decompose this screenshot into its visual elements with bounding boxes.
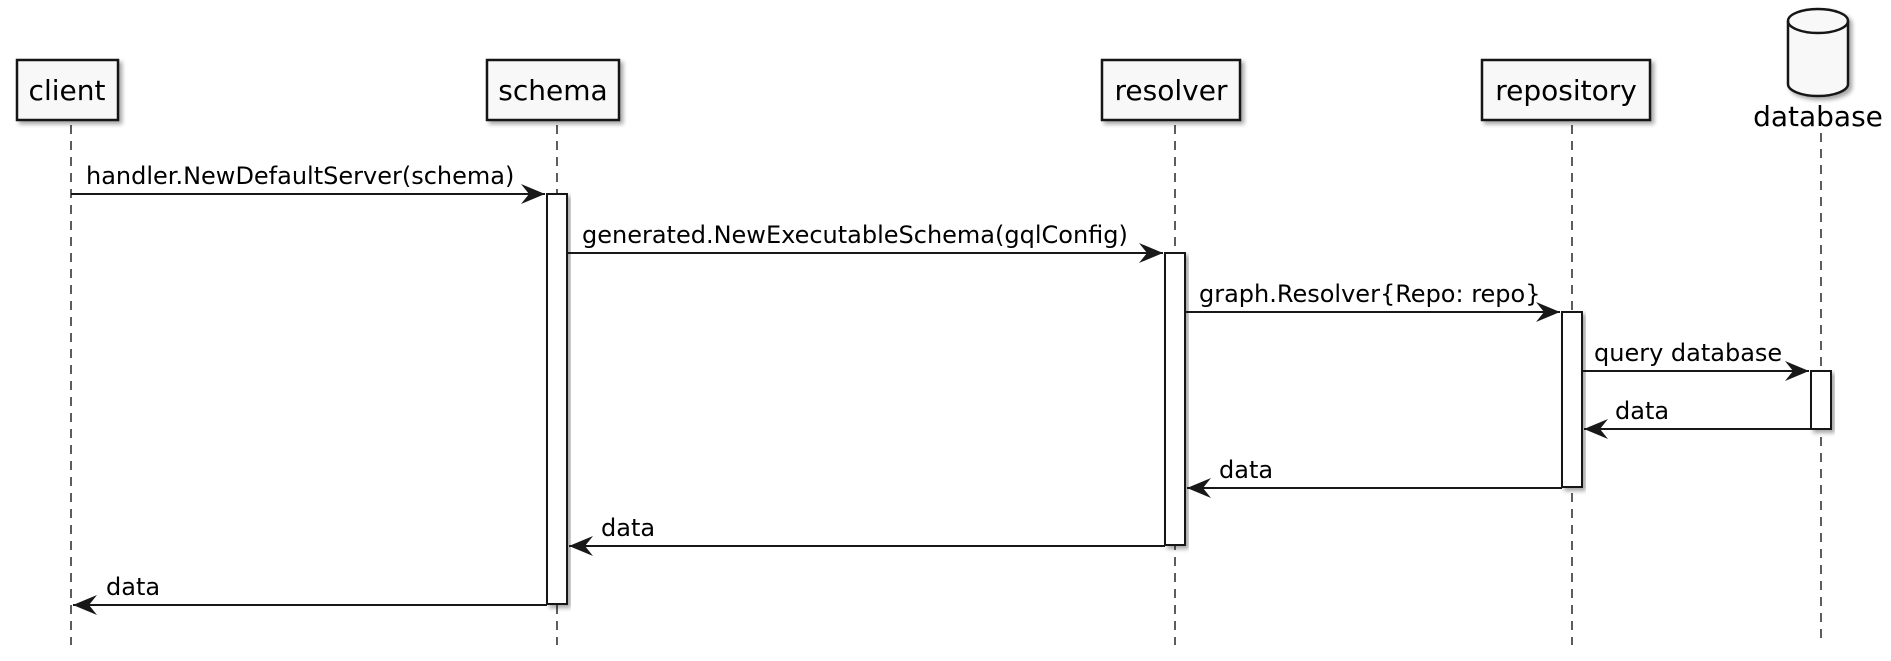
participant-schema	[485, 58, 621, 122]
arrow-head-5	[1584, 419, 1608, 439]
arrow-head-1	[521, 184, 545, 204]
message-label-4: query database	[1594, 339, 1782, 367]
message-label-3: graph.Resolver{Repo: repo}	[1199, 280, 1541, 308]
message-label-1: handler.NewDefaultServer(schema)	[86, 162, 514, 190]
participant-repository	[1480, 58, 1652, 122]
message-label-5: data	[1615, 397, 1669, 425]
arrow-head-8	[73, 595, 97, 615]
participant-client	[15, 58, 120, 122]
participant-label-resolver: resolver	[1115, 74, 1228, 107]
database-icon	[1786, 7, 1850, 98]
activation-repository	[1561, 311, 1583, 488]
message-label-2: generated.NewExecutableSchema(gqlConfig)	[582, 221, 1128, 249]
activation-schema	[546, 193, 568, 605]
participant-label-client: client	[29, 74, 106, 107]
participant-resolver	[1100, 58, 1242, 122]
arrow-head-2	[1139, 243, 1163, 263]
participant-label-repository: repository	[1495, 74, 1637, 107]
arrow-head-3	[1536, 302, 1560, 322]
arrow-head-7	[569, 536, 593, 556]
participant-label-schema: schema	[498, 74, 607, 107]
message-label-6: data	[1219, 456, 1273, 484]
arrow-head-4	[1785, 361, 1809, 381]
participant-label-database: database	[1753, 100, 1883, 133]
arrow-head-6	[1187, 478, 1211, 498]
activation-resolver	[1164, 252, 1186, 546]
activation-database	[1810, 370, 1832, 430]
message-label-7: data	[601, 514, 655, 542]
message-label-8: data	[106, 573, 160, 601]
